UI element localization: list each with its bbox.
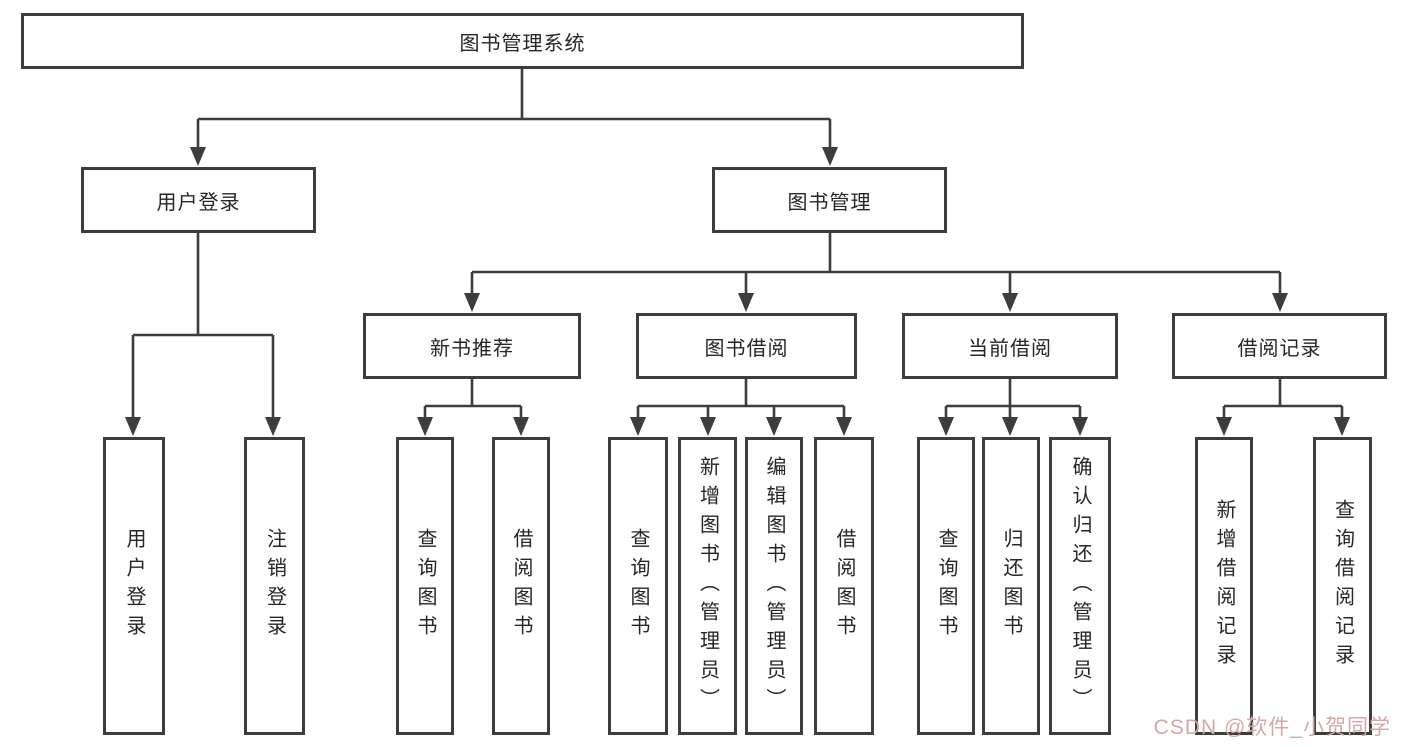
leaf-query-books-recommend: 查询图书 [396, 437, 454, 735]
leaf-query-books-borrowing: 查询图书 [608, 437, 668, 735]
node-root: 图书管理系统 [21, 13, 1024, 69]
leaf-borrow-books: 借阅图书 [814, 437, 874, 735]
leaf-confirm-return-admin: 确认归还（管理员） [1049, 437, 1111, 735]
leaf-user-login: 用户登录 [103, 437, 165, 735]
node-user-login: 用户登录 [81, 167, 316, 233]
arrowheads [125, 147, 1350, 436]
csdn-watermark: CSDN @软件_小贺同学 [1153, 716, 1391, 739]
leaf-return-books: 归还图书 [982, 437, 1040, 735]
leaf-borrow-books-recommend: 借阅图书 [492, 437, 550, 735]
leaf-logout: 注销登录 [244, 437, 305, 735]
node-current-borrowing: 当前借阅 [902, 313, 1118, 379]
leaf-add-books-admin: 新增图书（管理员） [678, 437, 737, 735]
leaf-add-borrow-record: 新增借阅记录 [1195, 437, 1253, 735]
node-borrowing-records: 借阅记录 [1172, 313, 1387, 379]
node-new-book-recommendation: 新书推荐 [363, 313, 581, 379]
leaf-edit-books-admin: 编辑图书（管理员） [745, 437, 803, 735]
node-book-management: 图书管理 [712, 167, 947, 233]
node-book-borrowing: 图书借阅 [636, 313, 857, 379]
leaf-query-borrow-record: 查询借阅记录 [1313, 437, 1372, 735]
leaf-query-books-current: 查询图书 [917, 437, 975, 735]
